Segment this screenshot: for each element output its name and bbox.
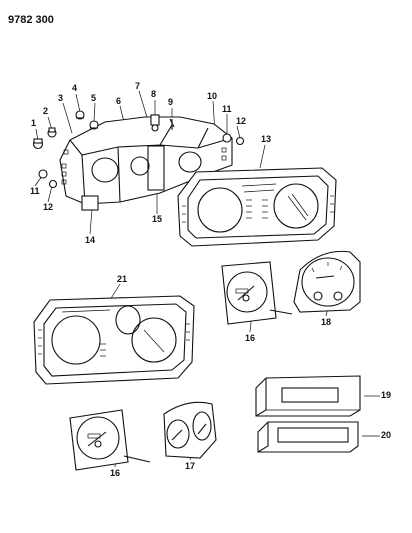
callout-20: 20: [381, 430, 392, 440]
callout-21: 21: [117, 274, 128, 284]
tachometer-18: [293, 250, 361, 313]
callout-11-lower: 11: [30, 186, 40, 196]
cluster-housing: [59, 116, 233, 211]
bulbs-and-sockets: [32, 110, 245, 189]
callout-1: 1: [31, 118, 37, 128]
callout-10: 10: [207, 91, 218, 101]
callout-9: 9: [168, 97, 174, 107]
digital-clock-19: [255, 375, 361, 417]
cluster-bezel-21: [33, 295, 195, 385]
callout-7: 7: [135, 81, 141, 91]
diagram-code: 9782 300: [8, 14, 54, 26]
callout-4: 4: [72, 83, 78, 93]
callout-18: 18: [321, 317, 332, 327]
callout-3: 3: [58, 93, 64, 103]
speedometer-16-lower: [69, 409, 151, 471]
callout-13: 13: [261, 134, 272, 144]
callout-17: 17: [185, 461, 196, 471]
callout-12-upper: 12: [236, 116, 247, 126]
speedometer-16-upper: [221, 261, 293, 325]
callout-19: 19: [381, 390, 392, 400]
callout-6: 6: [116, 96, 122, 106]
callout-2: 2: [43, 106, 49, 116]
callout-5: 5: [91, 93, 97, 103]
gauge-assembly-17: [163, 401, 217, 459]
callout-11-upper: 11: [222, 104, 232, 114]
callout-15: 15: [152, 214, 163, 224]
callout-16-upper: 16: [245, 333, 256, 343]
callout-8: 8: [151, 89, 157, 99]
callout-12-lower: 12: [43, 202, 54, 212]
cluster-bezel-13: [177, 167, 337, 247]
display-20: [257, 421, 359, 453]
callout-16-lower: 16: [110, 468, 121, 478]
callout-14: 14: [85, 235, 96, 245]
